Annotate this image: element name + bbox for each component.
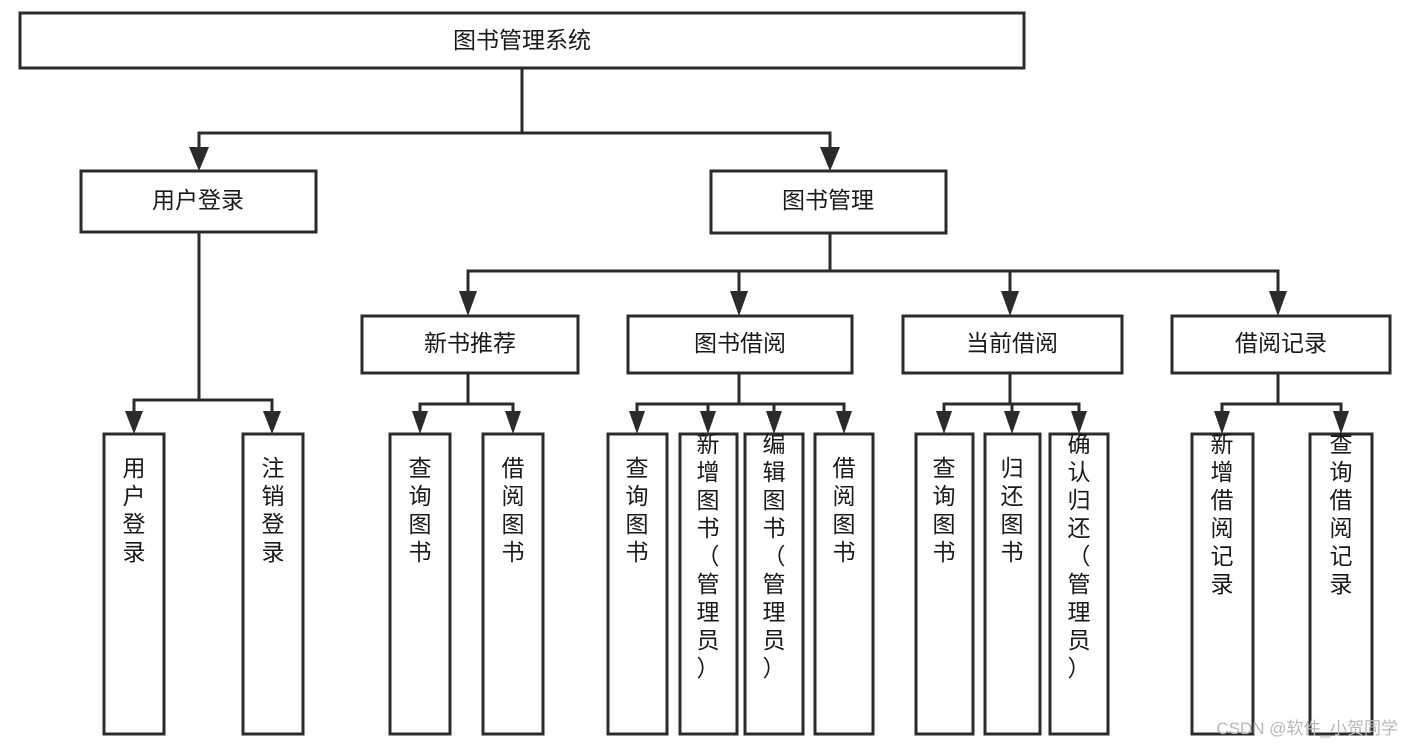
node-label-user-login: 用户登录 xyxy=(152,187,244,213)
arrow-head-icon xyxy=(766,411,782,434)
node-label-leaf-query-book: 查询图书 xyxy=(933,455,956,565)
node-label-leaf-edit-book-admin: 编辑图书（管理员） xyxy=(763,431,786,681)
node-leaf-borrow-book[interactable]: 借阅图书 xyxy=(813,432,875,736)
node-box[interactable] xyxy=(983,432,1042,736)
node-box[interactable] xyxy=(606,432,669,736)
node-label-new-book-recommend: 新书推荐 xyxy=(424,330,516,356)
node-box[interactable] xyxy=(18,11,1026,70)
node-leaf-edit-book-admin[interactable]: 编辑图书（管理员） xyxy=(743,431,805,736)
arrow-head-icon xyxy=(1071,411,1087,434)
node-leaf-borrow-book-recommend[interactable]: 借阅图书 xyxy=(481,432,545,736)
node-label-leaf-add-book-admin: 新增图书（管理员） xyxy=(697,431,720,681)
node-leaf-add-book-admin[interactable]: 新增图书（管理员） xyxy=(678,431,739,736)
node-box[interactable] xyxy=(102,432,166,736)
node-label-leaf-query-borrow-record: 查询借阅记录 xyxy=(1330,431,1353,597)
watermark-label: CSDN @软件_小贺同学 xyxy=(1216,719,1398,738)
arrow-head-icon xyxy=(820,147,840,171)
node-box[interactable] xyxy=(241,432,305,736)
node-box[interactable] xyxy=(914,432,975,736)
arrow-head-icon xyxy=(1001,291,1019,316)
node-box[interactable] xyxy=(360,314,580,375)
node-label-leaf-return-book: 归还图书 xyxy=(1001,455,1024,565)
node-user-login[interactable]: 用户登录 xyxy=(79,169,318,234)
node-new-book-recommend[interactable]: 新书推荐 xyxy=(360,314,580,375)
connector-layer xyxy=(125,66,1349,434)
arrow-head-icon xyxy=(459,291,477,316)
arrow-head-icon xyxy=(1269,291,1287,316)
node-label-leaf-borrow-book: 借阅图书 xyxy=(833,455,856,565)
node-box[interactable] xyxy=(388,432,452,736)
arrow-head-icon xyxy=(936,411,952,434)
arrow-head-icon xyxy=(412,411,428,434)
arrow-head-icon xyxy=(1333,411,1349,434)
arrow-head-icon xyxy=(263,411,281,434)
node-current-borrow[interactable]: 当前借阅 xyxy=(901,314,1124,375)
node-label-leaf-query-book: 查询图书 xyxy=(409,455,432,565)
arrow-head-icon xyxy=(700,411,716,434)
node-leaf-query-book-current[interactable]: 查询图书 xyxy=(914,432,975,736)
node-box[interactable] xyxy=(1170,314,1392,375)
node-box[interactable] xyxy=(1048,432,1110,736)
node-label-book-management: 图书管理 xyxy=(782,187,874,213)
arrow-head-icon xyxy=(125,411,143,434)
node-box[interactable] xyxy=(709,169,948,235)
node-leaf-logout[interactable]: 注销登录 xyxy=(241,432,305,736)
node-borrow-record[interactable]: 借阅记录 xyxy=(1170,314,1392,375)
node-box[interactable] xyxy=(678,432,739,736)
node-label-leaf-borrow-book: 借阅图书 xyxy=(502,455,525,565)
node-label-root: 图书管理系统 xyxy=(453,27,591,53)
node-root-system[interactable]: 图书管理系统 xyxy=(18,11,1026,70)
arrow-head-icon xyxy=(1214,411,1230,434)
node-book-management[interactable]: 图书管理 xyxy=(709,169,948,235)
arrow-head-icon xyxy=(189,147,209,171)
node-label-borrow-record: 借阅记录 xyxy=(1235,330,1327,356)
node-box[interactable] xyxy=(79,169,318,234)
node-box[interactable] xyxy=(1190,432,1255,736)
node-leaf-return-book[interactable]: 归还图书 xyxy=(983,432,1042,736)
node-leaf-user-login[interactable]: 用户登录 xyxy=(102,432,166,736)
node-box[interactable] xyxy=(626,314,854,375)
arrow-head-icon xyxy=(629,411,645,434)
arrow-head-icon xyxy=(505,411,521,434)
node-label-current-borrow: 当前借阅 xyxy=(966,330,1058,356)
node-label-leaf-add-borrow-record: 新增借阅记录 xyxy=(1211,431,1234,597)
node-leaf-add-borrow-record[interactable]: 新增借阅记录 xyxy=(1190,431,1255,736)
node-box[interactable] xyxy=(813,432,875,736)
node-book-borrow[interactable]: 图书借阅 xyxy=(626,314,854,375)
node-label-leaf-query-book: 查询图书 xyxy=(626,455,649,565)
node-leaf-query-book-borrow[interactable]: 查询图书 xyxy=(606,432,669,736)
node-leaf-query-book-recommend[interactable]: 查询图书 xyxy=(388,432,452,736)
arrow-head-icon xyxy=(1004,411,1020,434)
node-label-leaf-logout: 注销登录 xyxy=(262,455,285,565)
node-label-leaf-user-login: 用户登录 xyxy=(123,455,146,565)
node-box[interactable] xyxy=(481,432,545,736)
node-label-book-borrow: 图书借阅 xyxy=(694,330,786,356)
node-leaf-confirm-return-admin[interactable]: 确认归还（管理员） xyxy=(1048,431,1110,736)
node-box[interactable] xyxy=(1308,432,1374,736)
node-leaf-query-borrow-record[interactable]: 查询借阅记录 xyxy=(1308,431,1374,736)
node-box[interactable] xyxy=(743,432,805,736)
node-box[interactable] xyxy=(901,314,1124,375)
arrow-head-icon xyxy=(836,411,852,434)
node-label-leaf-confirm-return-admin: 确认归还（管理员） xyxy=(1068,431,1091,681)
arrow-head-icon xyxy=(730,291,748,316)
